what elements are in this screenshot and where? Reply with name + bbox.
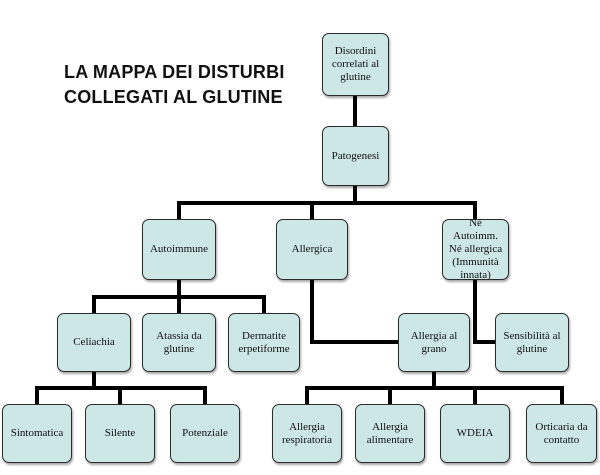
node-disordini-correlati: Disordini correlati al glutine bbox=[322, 33, 389, 96]
node-line: Allergia al bbox=[410, 329, 458, 342]
node-text: Né Autoimm. Né allergica (Immunità innat… bbox=[446, 217, 505, 282]
node-text: Orticaria da contatto bbox=[535, 421, 587, 447]
node-line: Potenziale bbox=[182, 427, 228, 439]
node-ne-autoimmune-ne-allergica: Né Autoimm. Né allergica (Immunità innat… bbox=[442, 217, 509, 282]
node-wdeia: WDEIA bbox=[440, 404, 510, 463]
node-sintomatica: Sintomatica bbox=[2, 404, 72, 463]
node-line: Dermatite bbox=[242, 329, 286, 342]
node-line: WDEIA bbox=[456, 427, 494, 439]
node-orticaria-da-contatto: Orticaria da contatto bbox=[526, 404, 597, 463]
node-line: contatto bbox=[543, 433, 580, 446]
node-sensibilita-al-glutine: Sensibilità al glutine bbox=[495, 313, 569, 372]
node-silente: Silente bbox=[85, 404, 155, 463]
node-line: respiratoria bbox=[281, 433, 333, 446]
node-line: Allergia bbox=[289, 420, 325, 433]
node-line: Orticaria da bbox=[535, 420, 588, 433]
node-allergica: Allergica bbox=[276, 219, 348, 280]
node-text: Sensibilità al glutine bbox=[503, 330, 560, 356]
node-text: Allergia alimentare bbox=[367, 421, 413, 447]
node-dermatite-erpetiforme: Dermatite erpetiforme bbox=[228, 313, 300, 372]
node-potenziale: Potenziale bbox=[170, 404, 240, 463]
node-line: Allergica bbox=[291, 243, 333, 255]
node-autoimmune: Autoimmune bbox=[142, 219, 216, 280]
node-line: Allergia bbox=[372, 420, 408, 433]
node-text: Dermatite erpetiforme bbox=[238, 330, 289, 356]
node-line: glutine bbox=[163, 342, 195, 355]
node-text: Allergia al grano bbox=[411, 330, 458, 356]
node-line: Atassia da bbox=[156, 329, 202, 342]
diagram-title: LA MAPPA DEI DISTURBI COLLEGATI AL GLUTI… bbox=[64, 60, 304, 110]
node-line: innata) bbox=[460, 269, 491, 281]
node-atassia-da-glutine: Atassia da glutine bbox=[142, 313, 216, 372]
node-line: (Immunità bbox=[452, 256, 499, 268]
node-allergia-al-grano: Allergia al grano bbox=[398, 313, 470, 372]
node-line: glutine bbox=[340, 71, 371, 83]
node-line: Né Autoimm. bbox=[453, 217, 498, 242]
node-allergia-alimentare: Allergia alimentare bbox=[355, 404, 425, 463]
node-line: Celiachia bbox=[73, 336, 115, 348]
node-line: Silente bbox=[104, 427, 136, 439]
node-line: Sensibilità al bbox=[503, 329, 561, 342]
node-text: Allergia respiratoria bbox=[282, 421, 332, 447]
node-text: Atassia da glutine bbox=[156, 330, 202, 356]
node-line: erpetiforme bbox=[238, 342, 290, 355]
node-patogenesi: Patogenesi bbox=[322, 126, 389, 186]
node-line: Disordini bbox=[334, 45, 377, 57]
title-line-2: COLLEGATI AL GLUTINE bbox=[64, 87, 283, 107]
title-line-1: LA MAPPA DEI DISTURBI bbox=[64, 62, 285, 82]
node-line: Né allergica bbox=[448, 243, 503, 255]
node-allergia-respiratoria: Allergia respiratoria bbox=[272, 404, 342, 463]
node-line: Autoimmune bbox=[149, 243, 209, 255]
node-line: glutine bbox=[516, 342, 548, 355]
node-line: Sintomatica bbox=[10, 427, 64, 439]
node-line: correlati al bbox=[331, 58, 380, 70]
node-line: Patogenesi bbox=[331, 149, 380, 162]
node-celiachia: Celiachia bbox=[57, 313, 131, 372]
node-line: grano bbox=[421, 342, 447, 355]
node-text: Disordini correlati al glutine bbox=[332, 45, 379, 84]
node-line: alimentare bbox=[366, 433, 414, 446]
